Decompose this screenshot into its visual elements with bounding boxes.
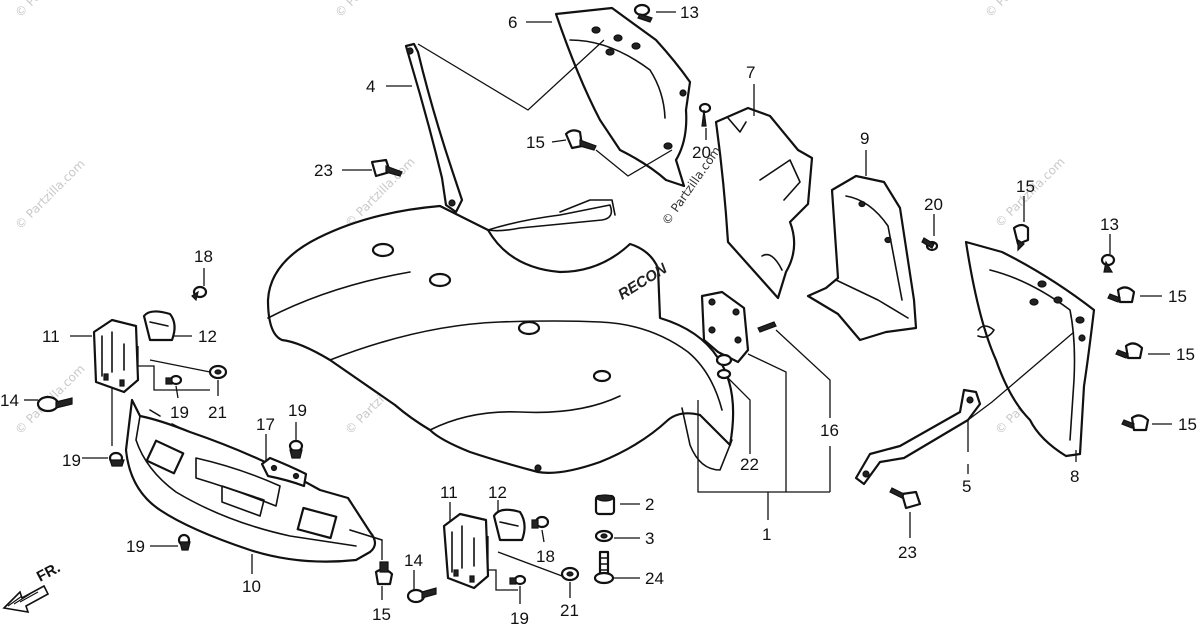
callout-16: 16 [820,421,839,440]
light-housing-left [92,310,176,394]
callout-23-bottom: 23 [898,543,917,562]
watermark: © Partzilla.com [332,0,407,20]
leader-lines [24,11,1172,604]
callout-19-middle: 19 [288,401,307,420]
callout-22: 22 [740,455,759,474]
callout-18-bottom: 18 [536,547,555,566]
callout-14-left: 14 [0,391,19,410]
inner-panel-upper [554,6,692,188]
callout-13-top: 13 [680,3,699,22]
callout-14-bottom: 14 [404,551,423,570]
callout-13-right: 13 [1100,215,1119,234]
callout-11-center: 11 [440,483,458,502]
callout-15-right-top: 15 [1016,177,1035,196]
callout-4: 4 [366,77,375,96]
bracket-panel [806,174,918,342]
callout-15-bottom: 15 [372,605,391,624]
callout-6: 6 [508,13,517,32]
front-fender: RECON [266,199,735,474]
callout-21-left: 21 [208,403,227,422]
callout-20-right: 20 [924,195,943,214]
callout-19-left: 19 [62,451,81,470]
callout-labels: 1 2 3 4 5 6 7 8 9 10 11 11 12 12 13 13 1… [0,3,1197,628]
callout-2: 2 [645,495,654,514]
plate-bracket [700,290,750,367]
panel-center [714,106,814,300]
callout-15-right-3: 15 [1178,415,1197,434]
stay-right [854,388,982,486]
callout-5: 5 [962,477,971,496]
callout-19-bottom-center: 19 [510,609,529,628]
callout-10: 10 [242,577,261,596]
watermark: © Partzilla.com [12,157,87,232]
fasteners [36,3,1150,604]
light-housing-right [442,508,526,590]
callout-15-right-2: 15 [1176,345,1195,364]
front-label: FR. [34,559,63,585]
front-direction-indicator: FR. [2,559,63,614]
callout-24: 24 [645,569,664,588]
callout-12-left: 12 [198,327,217,346]
callout-9: 9 [860,129,869,148]
callout-20-upper: 20 [692,143,711,162]
callout-7: 7 [746,63,755,82]
stay-left [404,42,464,214]
watermark: © Partzilla.com [982,0,1057,20]
callout-17: 17 [256,415,275,434]
callout-19-bottom-left: 19 [126,537,145,556]
callout-21-bottom: 21 [560,601,579,620]
front-guard [124,398,383,563]
callout-1: 1 [762,525,771,544]
inner-panel-right [964,240,1096,458]
callout-15-upper: 15 [526,133,545,152]
callout-23-top: 23 [314,161,333,180]
callout-8: 8 [1070,467,1079,486]
callout-19-near-11: 19 [170,403,189,422]
small-bracket [260,456,308,488]
callout-18-left: 18 [194,247,213,266]
watermark: © Partzilla.com [12,0,87,20]
callout-12-center: 12 [488,483,507,502]
callout-3: 3 [645,529,654,548]
callout-15-right-1: 15 [1168,287,1187,306]
callout-11-left: 11 [42,327,60,346]
